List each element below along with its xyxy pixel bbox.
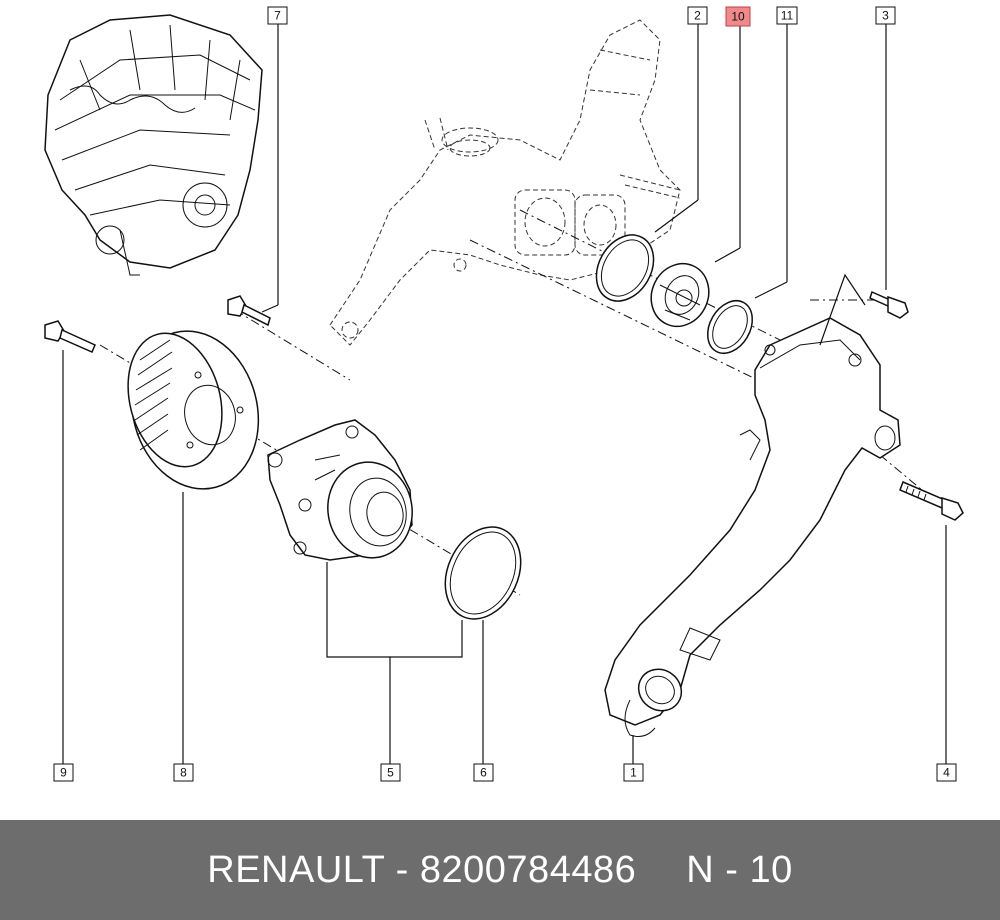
exploded-parts-diagram: 7 2 10 11 3 9 8 5 6 1 4 [44, 6, 964, 782]
leader-lines [62, 24, 947, 765]
svg-text:5: 5 [387, 766, 394, 780]
svg-text:11: 11 [781, 9, 794, 23]
callout-6: 6 [473, 763, 494, 782]
svg-text:10: 10 [731, 10, 745, 24]
callout-8: 8 [173, 763, 194, 782]
engine-thumbnail [44, 14, 263, 276]
bolt-3 [869, 290, 909, 319]
svg-text:6: 6 [480, 766, 487, 780]
svg-text:7: 7 [274, 9, 281, 23]
diagram-ref-text: N - 10 [686, 848, 793, 891]
callout-9: 9 [53, 763, 74, 782]
callout-1: 1 [623, 763, 644, 782]
callout-5: 5 [380, 763, 401, 782]
svg-text:3: 3 [882, 9, 889, 23]
coolant-outlet-pipe [604, 317, 901, 737]
o-ring-small [706, 300, 754, 354]
bolt-9 [44, 320, 96, 353]
footer-caption: RENAULT - 8200784486 N - 10 [0, 820, 1000, 920]
thermostat [650, 262, 710, 328]
o-ring-large [595, 234, 655, 302]
callout-10: 10 [725, 6, 751, 27]
thermostat-housing-ghost [329, 19, 681, 346]
callout-11: 11 [776, 6, 798, 25]
water-pump [267, 419, 413, 561]
svg-text:1: 1 [630, 766, 637, 780]
svg-text:9: 9 [60, 766, 67, 780]
callout-4: 4 [936, 763, 957, 782]
svg-text:4: 4 [943, 766, 950, 780]
svg-text:8: 8 [180, 766, 187, 780]
bolt-7 [227, 295, 271, 327]
water-pump-seal-ring [444, 526, 522, 620]
bolt-4 [899, 481, 964, 521]
callout-3: 3 [875, 6, 896, 25]
callout-7: 7 [267, 6, 288, 25]
callout-2: 2 [687, 6, 708, 25]
part-number-text: RENAULT - 8200784486 [207, 848, 637, 891]
svg-text:2: 2 [694, 9, 701, 23]
water-pump-pulley [127, 330, 260, 490]
